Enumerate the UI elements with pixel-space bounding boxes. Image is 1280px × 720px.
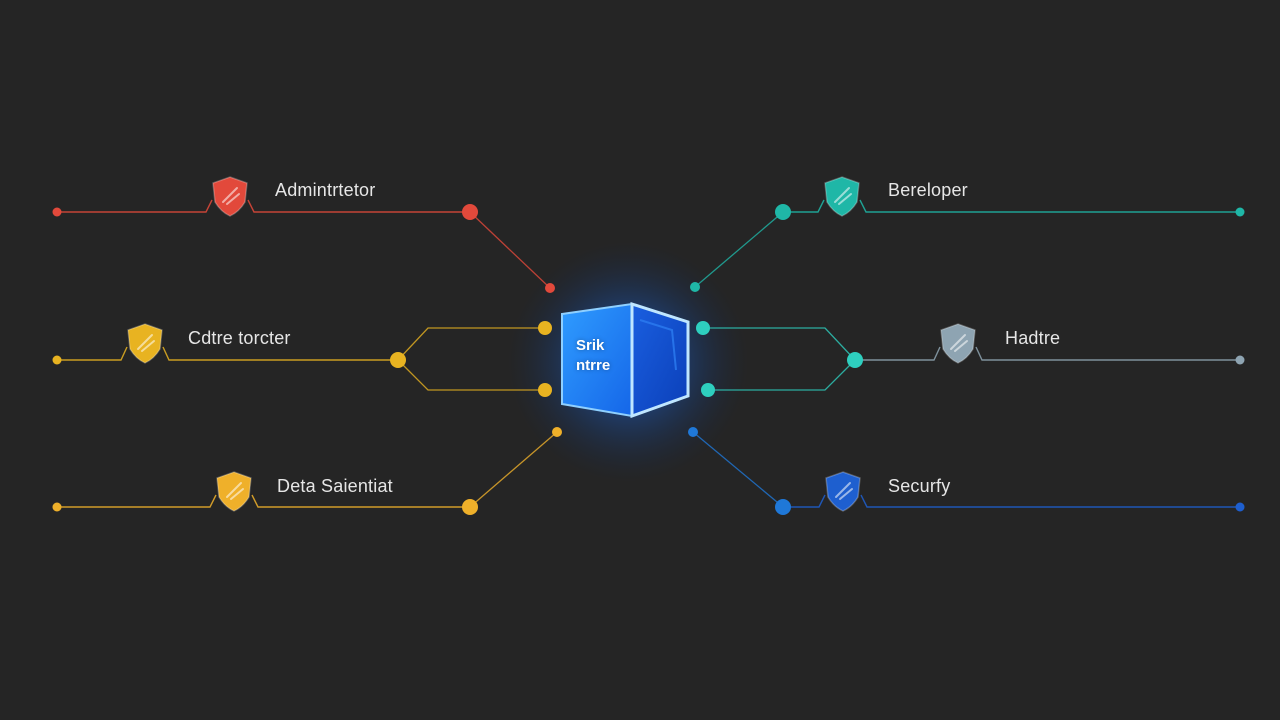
- connector-line-administrator: [57, 199, 470, 213]
- hub-port-security-0: [688, 427, 698, 437]
- developer-shield-mark: [834, 187, 852, 205]
- endpoint-dot-data-center: [52, 355, 62, 365]
- junction-node-hadtre[interactable]: [847, 352, 863, 368]
- junction-node-security[interactable]: [775, 499, 791, 515]
- role-label-data-scientist: Deta Saientiat: [277, 476, 393, 496]
- branch-line-hadtre-0: [703, 327, 856, 361]
- connector-line-developer: [783, 199, 1240, 213]
- security-shield-mark: [835, 482, 853, 500]
- hadtre-shield-shape: [940, 323, 976, 364]
- administrator-shield-mark: [222, 187, 240, 205]
- data-center-shield-icon[interactable]: [127, 323, 163, 364]
- hub-label-line-2: ntrre: [576, 357, 611, 374]
- data-scientist-shield-shape: [216, 471, 252, 512]
- junction-node-developer[interactable]: [775, 204, 791, 220]
- data-center-shield-mark: [137, 334, 155, 352]
- hub-port-data-center-1: [538, 383, 552, 397]
- branch-line-developer-0: [694, 211, 784, 288]
- branch-line-data-center-0: [397, 327, 545, 361]
- branch-line-data-center-1: [397, 359, 545, 391]
- data-scientist-shield-mark: [226, 482, 244, 500]
- developer-shield-shape: [824, 176, 860, 217]
- endpoint-dot-developer: [1235, 207, 1245, 217]
- connector-line-security: [783, 494, 1240, 508]
- data-center-shield-shape: [127, 323, 163, 364]
- security-shield-icon[interactable]: [825, 471, 861, 512]
- hub-cube[interactable]: [561, 301, 690, 419]
- connector-line-data-center: [57, 346, 398, 361]
- hub-port-hadtre-1: [701, 383, 715, 397]
- endpoint-dot-data-scientist: [52, 502, 62, 512]
- junction-node-administrator[interactable]: [462, 204, 478, 220]
- role-icons: [127, 176, 976, 512]
- hub-port-administrator-0: [545, 283, 555, 293]
- hadtre-shield-icon[interactable]: [940, 323, 976, 364]
- role-label-developer: Bereloper: [888, 180, 968, 200]
- hub-port-hadtre-0: [696, 321, 710, 335]
- hub-label-line-1: Srik: [576, 337, 605, 354]
- role-label-hadtre: Hadtre: [1005, 328, 1061, 348]
- endpoint-dot-hadtre: [1235, 355, 1245, 365]
- role-nodes: [52, 204, 1245, 515]
- administrator-shield-icon[interactable]: [212, 176, 248, 217]
- role-label-security: Securfy: [888, 476, 951, 496]
- hadtre-shield-mark: [950, 334, 968, 352]
- hub-port-data-scientist-0: [552, 427, 562, 437]
- data-scientist-shield-icon[interactable]: [216, 471, 252, 512]
- administrator-shield-shape: [212, 176, 248, 217]
- connector-line-hadtre: [855, 346, 1240, 361]
- role-label-data-center: Cdtre torcter: [188, 328, 291, 348]
- junction-node-data-center[interactable]: [390, 352, 406, 368]
- developer-shield-icon[interactable]: [824, 176, 860, 217]
- junction-node-data-scientist[interactable]: [462, 499, 478, 515]
- hub-port-developer-0: [690, 282, 700, 292]
- hub-label: Srik ntrre: [566, 336, 632, 376]
- branch-line-administrator-0: [469, 211, 551, 289]
- connector-line-data-scientist: [57, 494, 470, 508]
- branch-line-data-scientist-0: [469, 431, 558, 508]
- hub-side-face: [630, 301, 690, 419]
- hub-port-data-center-0: [538, 321, 552, 335]
- role-label-administrator: Admintrtetor: [275, 180, 376, 200]
- security-shield-shape: [825, 471, 861, 512]
- connection-lines: [57, 199, 1240, 508]
- endpoint-dot-administrator: [52, 207, 62, 217]
- branch-line-hadtre-1: [708, 359, 856, 391]
- hub-inner-edge: [639, 319, 677, 371]
- endpoint-dot-security: [1235, 502, 1245, 512]
- branch-line-security-0: [692, 431, 784, 508]
